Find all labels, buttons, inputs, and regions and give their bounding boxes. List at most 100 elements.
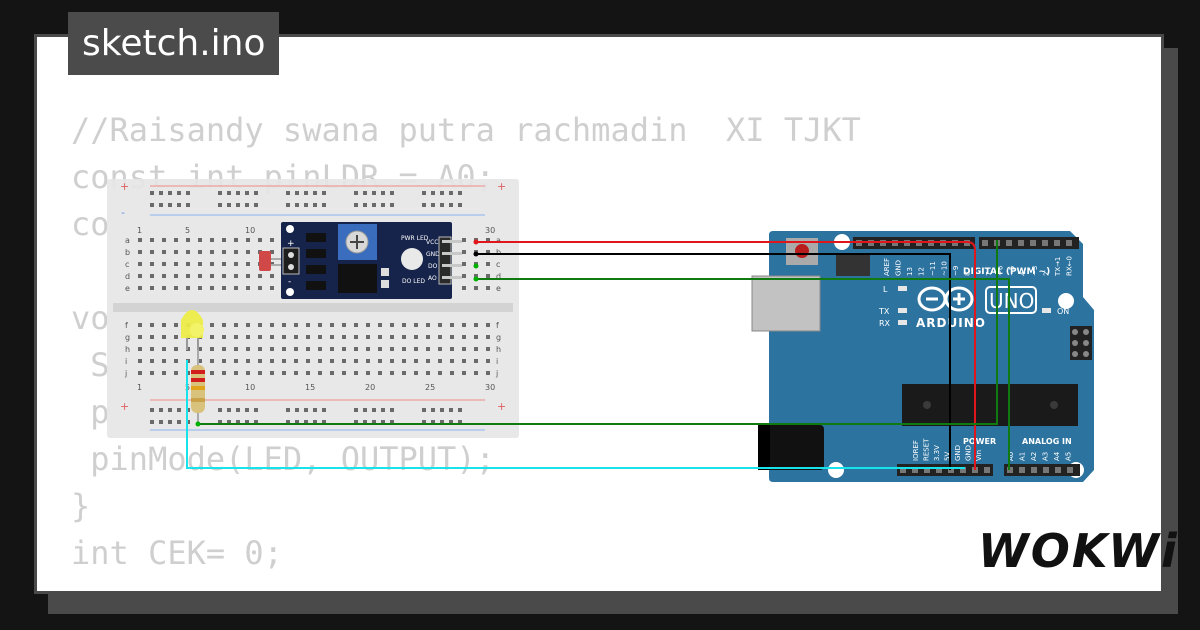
row-letter: h [125, 345, 130, 354]
digital-pin-label: ~3 [1031, 266, 1039, 276]
row-letter: a [496, 236, 501, 245]
row-letter: e [496, 284, 501, 293]
row-letter: i [496, 357, 498, 366]
module-minus-label: - [288, 277, 291, 287]
analog-pin-label: A4 [1053, 451, 1061, 461]
row-letter: b [125, 248, 130, 257]
analog-label: ANALOG IN [1022, 437, 1072, 446]
code-line: } [71, 487, 91, 525]
column-number: 1 [137, 226, 142, 235]
code-line: //Raisandy swana putra rachmadin XI TJKT [71, 111, 861, 149]
digital-pin-label: ~10 [941, 261, 949, 276]
code-line: int CEK= 0; [71, 534, 283, 572]
row-letter: g [496, 333, 501, 342]
digital-pin-label: 4 [1020, 271, 1028, 276]
row-letter: g [125, 333, 130, 342]
row-letter: f [125, 321, 128, 330]
row-letter: a [125, 236, 130, 245]
power-pin-label: GND [954, 445, 962, 461]
led-on-label: ON [1057, 307, 1069, 316]
led-tx-label: TX [878, 307, 890, 316]
analog-pin-label: A1 [1019, 452, 1027, 461]
column-number: 1 [137, 383, 142, 392]
row-letter: i [125, 357, 127, 366]
do-led-label: DO LED [402, 278, 425, 285]
rail-plus-label-r: + [497, 180, 506, 193]
digital-pin-label: 7 [985, 272, 993, 276]
digital-pin-label: 2 [1043, 272, 1051, 276]
pin-vcc-label: VCC [426, 239, 438, 246]
digital-pin-label: RX←0 [1066, 256, 1074, 276]
row-letter: d [125, 272, 130, 281]
code-line: co [71, 205, 110, 243]
column-number: 10 [245, 383, 255, 392]
row-letter: e [125, 284, 130, 293]
code-line: vo [71, 299, 110, 337]
rail-minus-label: - [121, 206, 125, 219]
digital-pin-label: ~6 [997, 265, 1005, 276]
code-line: pinMode(LED, OUTPUT); [71, 440, 495, 478]
sketch-title: sketch.ino [68, 12, 280, 75]
led-rx-label: RX [879, 319, 891, 328]
analog-pin-label: A2 [1030, 452, 1038, 461]
power-pin-label: 3.3V [933, 445, 941, 461]
arduino-model: UNO [989, 289, 1034, 313]
digital-pin-label: 13 [906, 267, 914, 276]
power-pin-label: Vin [975, 450, 983, 461]
digital-pin-label: TX→1 [1054, 257, 1062, 277]
column-number: 20 [365, 383, 375, 392]
digital-pin-label: ~11 [929, 261, 937, 276]
row-letter: d [496, 272, 501, 281]
power-label: POWER [963, 437, 996, 446]
pin-gnd-label: GND [426, 251, 440, 258]
analog-pin-label: A0 [1007, 452, 1015, 461]
module-plus-label: + [287, 239, 295, 249]
wire-led-gnd [186, 360, 965, 469]
resistor [191, 350, 205, 424]
power-pin-label: 5V [944, 452, 952, 461]
power-pin-label: IOREF [912, 440, 920, 461]
row-letter: j [124, 369, 127, 378]
digital-pin-label: ~9 [952, 266, 960, 276]
wires [186, 239, 1010, 470]
digital-pin-label: 12 [918, 267, 926, 276]
rail-plus-label-br: + [497, 400, 506, 413]
wokwi-logo: WOKWi [978, 524, 1179, 578]
digital-label: DIGITAL (PWM ~) [963, 267, 1050, 277]
led-l-label: L [883, 285, 888, 294]
led-component [181, 310, 204, 350]
pin-do-label: DO [428, 263, 438, 270]
row-letter: b [496, 248, 501, 257]
column-number: 25 [425, 383, 435, 392]
pin-ao-label: AO [428, 275, 437, 282]
wire-ao [476, 278, 1010, 470]
row-letter: c [125, 260, 129, 269]
analog-pin-label: A5 [1065, 452, 1073, 461]
rail-plus-label-b: + [120, 400, 129, 413]
row-letter: f [496, 321, 499, 330]
analog-pin-label: A3 [1042, 452, 1050, 461]
row-letter: j [495, 369, 498, 378]
column-number: 10 [245, 226, 255, 235]
wire-vcc [476, 241, 976, 470]
code-line: p [71, 393, 110, 431]
rail-plus-label: + [120, 180, 129, 193]
digital-pin-label: 8 [964, 272, 972, 276]
pwr-led-label: PWR LED [401, 235, 429, 242]
wire-gnd [476, 253, 951, 470]
digital-pin-label: ~5 [1008, 266, 1016, 276]
power-pin-label: RESET [923, 438, 931, 461]
wire-led-d [198, 240, 998, 425]
row-letter: h [496, 345, 501, 354]
digital-pin-label: AREF [883, 258, 891, 276]
column-number: 5 [185, 226, 190, 235]
column-number: 30 [485, 383, 495, 392]
code-line: S [71, 346, 110, 384]
column-number: 15 [305, 383, 315, 392]
